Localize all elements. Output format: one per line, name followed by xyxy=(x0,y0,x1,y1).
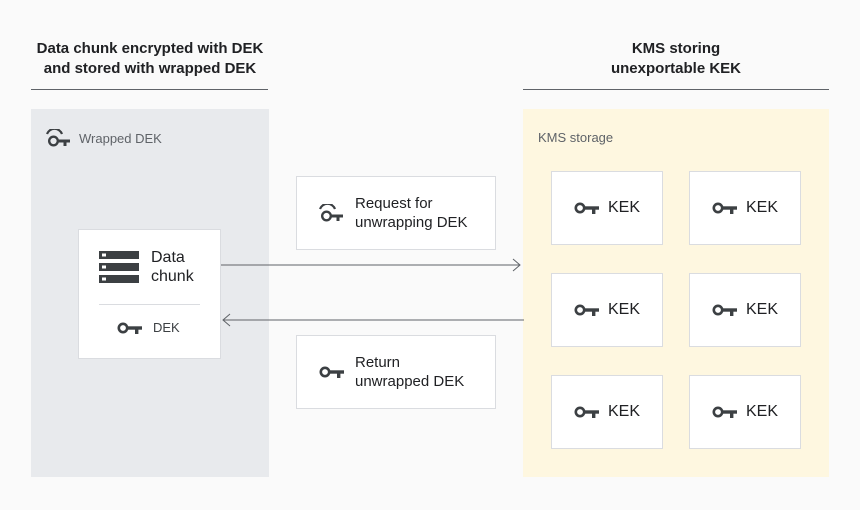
left-heading-line1: Data chunk encrypted with DEK xyxy=(36,40,264,57)
storage-stack-icon xyxy=(99,251,139,283)
dek-label: DEK xyxy=(153,320,180,335)
kms-storage-label: KMS storage xyxy=(538,130,614,145)
kek-key-card: KEK xyxy=(689,171,801,245)
right-heading-rule xyxy=(523,89,829,90)
key-icon xyxy=(319,366,344,378)
kek-label: KEK xyxy=(745,301,778,318)
left-heading-line2: and stored with wrapped DEK xyxy=(43,60,257,77)
kek-label: KEK xyxy=(607,403,640,420)
left-heading-rule xyxy=(31,89,268,90)
data-chunk-card: Data chunk DEK xyxy=(78,229,221,359)
kek-key-card: KEK xyxy=(551,375,663,449)
kek-key-card: KEK xyxy=(551,171,663,245)
key-icon xyxy=(574,304,599,316)
return-message-text: Return unwrapped DEK xyxy=(355,353,464,391)
right-heading-line1: KMS storing xyxy=(631,40,721,57)
kek-key-card: KEK xyxy=(689,273,801,347)
data-chunk-header: Data chunk xyxy=(99,248,194,286)
left-heading: Data chunk encrypted with DEK and stored… xyxy=(31,39,269,79)
return-unwrapped-message: Return unwrapped DEK xyxy=(296,335,496,409)
wrapped-key-icon xyxy=(46,129,70,147)
right-heading: KMS storing unexportable KEK xyxy=(523,39,829,79)
request-message-line1: Request for xyxy=(355,195,433,212)
kek-key-card: KEK xyxy=(551,273,663,347)
return-message-line1: Return xyxy=(355,354,401,371)
key-icon xyxy=(712,304,737,316)
return-arrow xyxy=(222,313,524,327)
request-message-line2: unwrapping DEK xyxy=(355,214,468,231)
key-icon xyxy=(574,406,599,418)
data-chunk-divider xyxy=(99,304,200,305)
kek-key-card: KEK xyxy=(689,375,801,449)
key-icon xyxy=(712,406,737,418)
request-arrow xyxy=(221,258,521,272)
key-icon xyxy=(712,202,737,214)
return-message-line2: unwrapped DEK xyxy=(355,373,465,390)
wrapped-dek-label-text: Wrapped DEK xyxy=(79,130,162,146)
wrapped-key-icon xyxy=(319,204,343,222)
request-message-text: Request for unwrapping DEK xyxy=(355,194,468,232)
data-chunk-label: Data chunk xyxy=(151,248,194,286)
request-unwrap-message: Request for unwrapping DEK xyxy=(296,176,496,250)
data-chunk-label-line1: Data xyxy=(151,249,185,266)
kek-label: KEK xyxy=(607,301,640,318)
kek-label: KEK xyxy=(745,199,778,216)
key-icon xyxy=(117,322,142,334)
kek-label: KEK xyxy=(745,403,778,420)
right-heading-line2: unexportable KEK xyxy=(610,60,742,77)
key-icon xyxy=(574,202,599,214)
wrapped-dek-panel-label: Wrapped DEK xyxy=(46,129,162,147)
data-chunk-label-line2: chunk xyxy=(151,268,194,285)
kek-label: KEK xyxy=(607,199,640,216)
dek-entry: DEK xyxy=(117,320,180,335)
